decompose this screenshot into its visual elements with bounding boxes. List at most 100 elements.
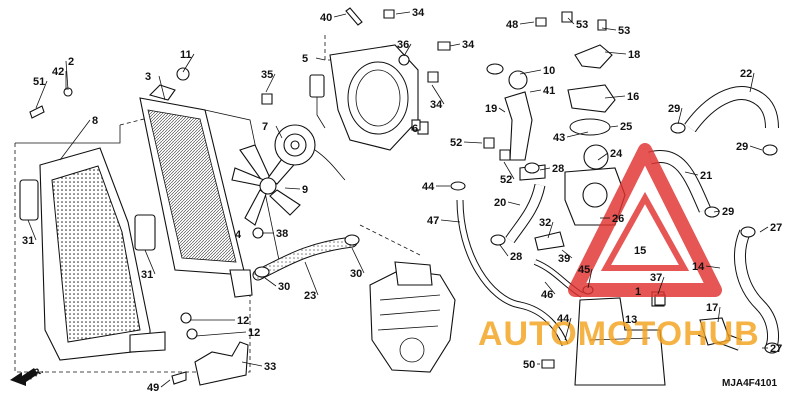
callout-leader-48 <box>519 21 535 25</box>
callout-19: 19 <box>485 103 497 115</box>
callout-leader-28 <box>499 244 509 257</box>
callout-leader-17 <box>717 306 721 323</box>
callout-48: 48 <box>506 19 518 31</box>
callout-leader-31 <box>144 249 156 275</box>
lower-hose-23 <box>252 236 358 281</box>
callout-31: 31 <box>22 235 34 247</box>
callout-28: 28 <box>552 163 564 175</box>
callout-51: 51 <box>33 76 45 88</box>
callout-53: 53 <box>576 19 588 31</box>
bypass-hose-47 <box>456 199 569 347</box>
callout-leader-10 <box>519 69 542 75</box>
callout-leader-7 <box>275 125 283 139</box>
callout-13: 13 <box>625 314 637 326</box>
callout-leader-45 <box>587 268 593 289</box>
callout-34: 34 <box>412 7 425 19</box>
callout-leader-24 <box>597 152 609 161</box>
callout-41: 41 <box>543 85 555 97</box>
callout-11: 11 <box>180 49 192 61</box>
fan-motor <box>274 124 346 181</box>
callout-32: 32 <box>539 217 551 229</box>
callout-52: 52 <box>500 174 512 186</box>
callout-leader-49 <box>160 379 171 388</box>
callout-leader-32 <box>547 221 554 239</box>
engine-block <box>359 224 456 373</box>
callout-42: 42 <box>52 66 64 78</box>
callout-leader-27 <box>759 226 769 233</box>
callout-29: 29 <box>736 141 748 153</box>
callout-leader-46 <box>544 281 556 295</box>
callout-29: 29 <box>668 103 680 115</box>
callout-layer: 1234567891011121213141516171819202122232… <box>22 7 782 394</box>
callout-20: 20 <box>494 197 506 209</box>
callout-leader-37 <box>657 276 665 295</box>
callout-leader-8 <box>59 119 91 161</box>
callout-leader-44 <box>564 317 572 341</box>
callout-leader-29 <box>713 210 721 213</box>
callout-35: 35 <box>261 69 273 81</box>
callout-30: 30 <box>350 268 362 280</box>
callout-37: 37 <box>650 272 662 284</box>
callout-leader-23 <box>304 261 319 296</box>
callout-53: 53 <box>618 25 630 37</box>
callout-leader-19 <box>498 107 506 113</box>
callout-31: 31 <box>141 269 153 281</box>
callout-leader-34 <box>449 43 461 47</box>
callout-5: 5 <box>302 53 308 65</box>
callout-33: 33 <box>264 361 276 373</box>
callout-6: 6 <box>412 123 418 135</box>
callout-39: 39 <box>558 253 570 265</box>
callout-leader-14 <box>705 265 721 269</box>
callout-leader-5 <box>315 57 326 61</box>
callout-46: 46 <box>541 289 553 301</box>
callout-15: 15 <box>634 245 646 257</box>
upper-hose-22 <box>684 86 779 133</box>
watermark: AUTOMOTOHUB <box>478 143 760 353</box>
watermark-text: AUTOMOTOHUB <box>478 315 760 353</box>
callout-21: 21 <box>700 170 712 182</box>
callout-leader-30 <box>264 277 277 287</box>
callout-34: 34 <box>462 39 475 51</box>
callout-leader-52 <box>463 141 483 144</box>
callout-leader-29 <box>677 107 683 125</box>
callout-44: 44 <box>422 181 435 193</box>
callout-10: 10 <box>543 65 555 77</box>
callout-leader-51 <box>35 80 48 109</box>
callout-leader-39 <box>561 249 573 259</box>
callout-leader-53 <box>567 17 575 25</box>
callout-leader-53 <box>601 27 617 31</box>
callout-26: 26 <box>612 213 624 225</box>
hose-20 <box>505 183 546 244</box>
hose-clamps <box>254 122 780 354</box>
callout-12: 12 <box>237 315 249 327</box>
callout-27: 27 <box>770 343 782 355</box>
callout-29: 29 <box>722 206 734 218</box>
callout-leader-29 <box>749 145 763 151</box>
callout-leader-30 <box>351 247 365 274</box>
callout-leader-31 <box>27 219 37 241</box>
callout-leader-12 <box>195 331 247 337</box>
callout-44: 44 <box>557 313 570 325</box>
callout-leader-35 <box>265 73 276 93</box>
callout-leader-34 <box>395 11 411 15</box>
callout-leader-40 <box>333 13 347 18</box>
callout-8: 8 <box>92 115 98 127</box>
callout-47: 47 <box>427 215 439 227</box>
callout-leader-20 <box>507 201 521 206</box>
callout-52: 52 <box>450 137 462 149</box>
callout-43: 43 <box>553 132 565 144</box>
callout-leader-52 <box>503 161 515 180</box>
callout-34: 34 <box>430 99 443 111</box>
callout-leader-21 <box>684 171 699 176</box>
callout-12: 12 <box>248 327 260 339</box>
callout-23: 23 <box>304 290 316 302</box>
hose-21 <box>648 150 711 213</box>
callout-leader-11 <box>182 53 195 73</box>
callout-40: 40 <box>320 12 332 24</box>
water-pipe-19 <box>504 70 546 181</box>
cooling-fan <box>231 144 301 226</box>
callout-1: 1 <box>635 286 641 298</box>
radiator-grille <box>19 147 166 361</box>
callout-leader-3 <box>158 75 166 101</box>
callout-36: 36 <box>397 39 409 51</box>
